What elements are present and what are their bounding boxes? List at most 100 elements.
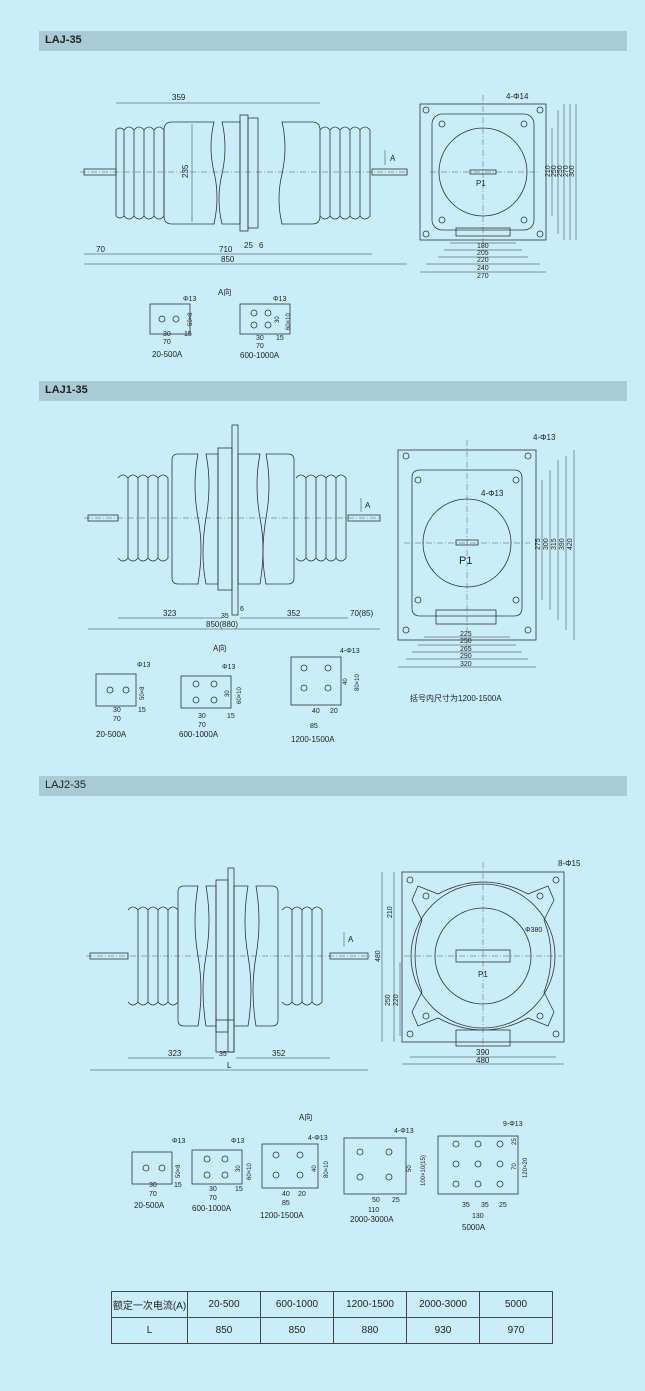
a-view-label: A向 bbox=[213, 643, 226, 653]
dim: 30 bbox=[225, 690, 231, 697]
dim: 30 bbox=[209, 1186, 217, 1193]
label-holes-inner: 4-Φ13 bbox=[481, 489, 504, 498]
dim-210: 210 bbox=[387, 906, 394, 918]
laj235-detail-5: 9-Φ13 25 70 120×20 35 35 25 130 5000A bbox=[437, 1121, 529, 1232]
laj135-detail-2: Φ13 30 60×10 30 15 70 600-1000A bbox=[179, 664, 243, 739]
label-p1: P1 bbox=[478, 970, 488, 979]
dim-250: 250 bbox=[460, 638, 472, 645]
dim: 20 bbox=[298, 1191, 306, 1198]
laj235-side-view: 323 35 352 L A bbox=[86, 867, 370, 1071]
label-holes: 8-Φ15 bbox=[558, 859, 581, 868]
dim-L: L bbox=[227, 1061, 232, 1070]
dim-320: 320 bbox=[460, 661, 472, 668]
dim: 85 bbox=[282, 1200, 290, 1207]
dim-35: 35 bbox=[221, 613, 229, 620]
dim: 25 bbox=[499, 1202, 507, 1209]
dim: 15 bbox=[184, 331, 192, 338]
dim-70-85: 70(85) bbox=[350, 609, 373, 618]
dim-323: 323 bbox=[168, 1049, 182, 1058]
laj235-front-view: P1 Φ380 8-Φ15 480 210 250 220 390 480 bbox=[375, 859, 581, 1065]
dim: 70 bbox=[163, 339, 171, 346]
table-cell: 850 bbox=[260, 1317, 334, 1344]
laj35-side-view: 359 235 70 710 25 6 850 A bbox=[80, 93, 408, 265]
hole-label: 4-Φ13 bbox=[308, 1135, 328, 1142]
dim: 30 bbox=[149, 1182, 157, 1189]
dim: 50 bbox=[407, 1165, 413, 1172]
dim-352: 352 bbox=[272, 1049, 286, 1058]
laj135-side-view: 323 352 35 6 70(85) 850(880) A bbox=[84, 424, 381, 630]
dim-710: 710 bbox=[219, 245, 233, 254]
dim-35: 35 bbox=[219, 1051, 227, 1058]
dim: 25 bbox=[512, 1138, 518, 1145]
dim-300: 300 bbox=[569, 165, 576, 177]
dim: 40 bbox=[343, 678, 349, 685]
dim: 80×10 bbox=[355, 673, 361, 691]
table-cell: 880 bbox=[333, 1317, 407, 1344]
table-cell: 2000-3000 bbox=[406, 1291, 480, 1318]
dim-270w: 270 bbox=[477, 273, 489, 280]
note-bracket: 括号内尺寸为1200-1500A bbox=[410, 693, 502, 703]
section-title: LAJ1-35 bbox=[45, 384, 88, 396]
dim-240: 240 bbox=[477, 265, 489, 272]
table-cell: 970 bbox=[479, 1317, 553, 1344]
hole-label: 4-Φ13 bbox=[340, 648, 360, 655]
laj135-front-view: P1 4-Φ13 4-Φ13 275 300 315 390 420 225 2… bbox=[397, 433, 575, 668]
dim-420: 420 bbox=[567, 538, 574, 550]
hole-label: Φ13 bbox=[183, 296, 196, 303]
dim-323: 323 bbox=[163, 609, 177, 618]
section-title: LAJ2-35 bbox=[45, 779, 86, 791]
label-holes-outer: 4-Φ13 bbox=[533, 433, 556, 442]
dim-250b: 250 bbox=[557, 165, 564, 177]
dim: 50×8 bbox=[188, 312, 194, 326]
dim: 60×10 bbox=[237, 686, 243, 704]
laj135-detail-1: Φ13 50×8 30 15 70 20-500A bbox=[95, 662, 150, 739]
dim-275: 275 bbox=[535, 538, 542, 550]
hole-label: Φ13 bbox=[273, 296, 286, 303]
laj35-front-view: P1 4-Φ14 210 250 250 270 300 180 205 220… bbox=[419, 92, 577, 280]
dim-390: 390 bbox=[476, 1048, 490, 1057]
dim-25: 25 bbox=[244, 241, 253, 250]
dim: 60×10 bbox=[247, 1162, 253, 1180]
table-cell: 850 bbox=[187, 1317, 261, 1344]
dir-a: A bbox=[348, 935, 354, 944]
detail-caption: 5000A bbox=[462, 1223, 486, 1232]
dir-a: A bbox=[365, 501, 371, 510]
dim: 40 bbox=[312, 1165, 318, 1172]
section-title: LAJ-35 bbox=[45, 34, 82, 46]
laj135-detail-3: 4-Φ13 40 80×10 40 20 85 1200-1500A bbox=[290, 648, 361, 744]
label-holes: 4-Φ14 bbox=[506, 92, 529, 101]
dim-6: 6 bbox=[240, 606, 244, 613]
laj235-detail-3: 4-Φ13 40 80×10 40 20 85 1200-1500A bbox=[260, 1135, 330, 1220]
laj235-detail-2: Φ13 30 60×10 30 15 70 600-1000A bbox=[191, 1138, 253, 1213]
dim-70: 70 bbox=[96, 245, 105, 254]
dim: 15 bbox=[235, 1186, 243, 1193]
detail-caption: 20-500A bbox=[96, 730, 127, 739]
table-cell: 5000 bbox=[479, 1291, 553, 1318]
dim: 130 bbox=[472, 1213, 484, 1220]
hole-label: 9-Φ13 bbox=[503, 1121, 523, 1128]
table-cell: 930 bbox=[406, 1317, 480, 1344]
table-cell: 20-500 bbox=[187, 1291, 261, 1318]
laj235-detail-4: 4-Φ13 50 100×10(15) 50 25 110 2000-3000A bbox=[343, 1128, 427, 1224]
dim-480: 480 bbox=[476, 1056, 490, 1065]
dim: 20 bbox=[330, 708, 338, 715]
detail-caption: 600-1000A bbox=[179, 730, 219, 739]
dim: 50×8 bbox=[140, 686, 146, 700]
dim: 30 bbox=[236, 1165, 242, 1172]
dim-235: 235 bbox=[181, 164, 190, 178]
detail-caption: 600-1000A bbox=[240, 351, 280, 360]
table-cell: 600-1000 bbox=[260, 1291, 334, 1318]
dim: 100×10(15) bbox=[421, 1155, 427, 1186]
detail-caption: 20-500A bbox=[134, 1201, 165, 1210]
dim-270: 270 bbox=[563, 165, 570, 177]
detail-caption: 1200-1500A bbox=[291, 735, 335, 744]
table-cell: 1200-1500 bbox=[333, 1291, 407, 1318]
dim-220: 220 bbox=[393, 994, 400, 1006]
detail-caption: 600-1000A bbox=[192, 1204, 232, 1213]
dim: 25 bbox=[392, 1197, 400, 1204]
dim-6: 6 bbox=[259, 241, 264, 250]
section-header-laj135: LAJ1-35 bbox=[39, 381, 627, 401]
dim: 80×10 bbox=[324, 1160, 330, 1178]
dim: 30 bbox=[163, 331, 171, 338]
